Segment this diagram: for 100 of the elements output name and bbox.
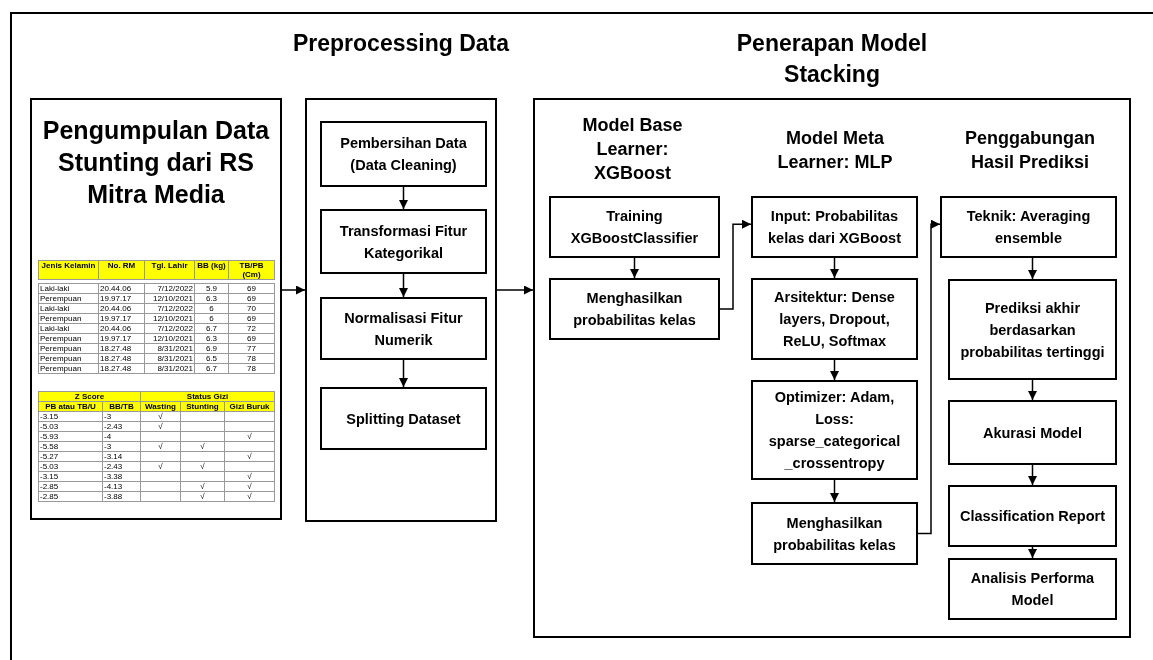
column-heading: Penggabungan Hasil Prediksi: [964, 127, 1096, 174]
table-cell-text: √: [200, 462, 205, 471]
table-cell-text: Perempuan: [40, 314, 82, 323]
process-box: Menghasilkan probabilitas kelas: [549, 278, 720, 340]
table-cell-text: -3.14: [104, 452, 123, 461]
table-cell-text: √: [158, 462, 163, 471]
arrow: [917, 219, 941, 535]
table-cell-text: No. RM: [107, 261, 136, 270]
process-box: Prediksi akhir berdasarkan probabilitas tertinggi: [948, 279, 1117, 380]
table-cell-text: √: [158, 442, 163, 451]
table-cell-text: Perempuan: [40, 334, 82, 343]
table-cell-text: -2.43: [104, 462, 123, 471]
table-cell-text: Perempuan: [40, 344, 82, 353]
panel-title: Pengumpulan Data Stunting dari RS Mitra Media: [42, 115, 270, 210]
table-cell-text: 7/12/2022: [157, 284, 193, 293]
table-cell-text: √: [158, 412, 163, 421]
table-cell-text: 6.5: [205, 354, 218, 363]
arrow: [1028, 546, 1037, 559]
stage-title: Penerapan Model Stacking: [735, 29, 929, 89]
column-heading: Model Base Learner: XGBoost: [581, 114, 684, 185]
arrow: [630, 257, 639, 279]
process-box: Transformasi Fitur Kategorikal: [320, 209, 487, 274]
table-cell-text: 20.44.06: [100, 284, 132, 293]
table-cell-text: 8/31/2021: [157, 344, 193, 353]
process-box: Teknik: Averaging ensemble: [940, 196, 1117, 258]
table-cell-text: -3.88: [104, 492, 123, 501]
table-cell-text: 5.9: [205, 284, 218, 293]
table-cell-text: 6.3: [205, 294, 218, 303]
process-box: Input: Probabilitas kelas dari XGBoost: [751, 196, 918, 258]
table-cell-text: 18.27.48: [100, 364, 132, 373]
table-cell-text: √: [200, 482, 205, 491]
table-cell-text: Laki-laki: [40, 284, 70, 293]
table-cell-text: 18.27.48: [100, 344, 132, 353]
table-cell-text: √: [247, 482, 252, 491]
table-cell-text: √: [247, 452, 252, 461]
table-cell-text: √: [200, 442, 205, 451]
process-box: Splitting Dataset: [320, 387, 487, 450]
table-cell-text: -5.27: [40, 452, 59, 461]
table-cell-text: -2.85: [40, 492, 59, 501]
table-cell-text: -3: [104, 412, 112, 421]
table-cell-text: 12/10/2021: [152, 334, 193, 343]
table-cell-text: -5.03: [40, 422, 59, 431]
table-cell-text: -3.38: [104, 472, 123, 481]
table-cell-text: BB (kg): [197, 261, 226, 270]
data-collection-panel: [30, 98, 282, 520]
table-cell-text: PB atau TB/U: [45, 402, 96, 411]
table-cell-text: 18.27.48: [100, 354, 132, 363]
table-cell-text: 69: [247, 314, 256, 323]
table-cell-text: Jenis Kelamin: [41, 261, 96, 270]
process-box: Training XGBoostClassifier: [549, 196, 720, 258]
table-cell-text: Wasting: [145, 402, 176, 411]
arrow: [830, 359, 839, 381]
table-cell-text: Tgl. Lahir: [151, 261, 188, 270]
table-cell-text: Gizi Buruk: [229, 402, 270, 411]
table-cell-text: 6.7: [205, 364, 218, 373]
table-cell-text: √: [247, 492, 252, 501]
table-header-text: Status Gizi: [186, 392, 229, 401]
arrow: [281, 285, 306, 295]
process-box: Akurasi Model: [948, 400, 1117, 465]
table-cell-text: 78: [247, 364, 256, 373]
table-cell-text: Laki-laki: [40, 304, 70, 313]
table-cell-text: 78: [247, 354, 256, 363]
table-cell-text: 8/31/2021: [157, 364, 193, 373]
table-cell-text: -4.13: [104, 482, 123, 491]
table-cell-text: -3.15: [40, 472, 59, 481]
arrow: [830, 479, 839, 503]
table-cell-text: Perempuan: [40, 294, 82, 303]
table-cell-text: Perempuan: [40, 364, 82, 373]
process-box: Analisis Performa Model: [948, 558, 1117, 620]
process-box: Optimizer: Adam, Loss: sparse_categorical _crossentropy: [751, 380, 918, 480]
arrow: [399, 359, 408, 388]
table-cell-text: TB/PB (Cm): [239, 261, 264, 279]
process-box: Arsitektur: Dense layers, Dropout, ReLU, Softmax: [751, 278, 918, 360]
table-cell-text: √: [200, 492, 205, 501]
table-cell-text: BB/TB: [109, 402, 134, 411]
table-cell-text: -5.03: [40, 462, 59, 471]
table-cell-text: 6: [209, 314, 214, 323]
table-cell-text: -3: [104, 442, 112, 451]
table-cell-text: 7/12/2022: [157, 304, 193, 313]
table-cell-text: -4: [104, 432, 112, 441]
table-cell-text: 77: [247, 344, 256, 353]
table-cell-text: 6: [209, 304, 214, 313]
table-cell-text: -5.93: [40, 432, 59, 441]
table-cell-text: 8/31/2021: [157, 354, 193, 363]
table-cell-text: 20.44.06: [100, 304, 132, 313]
table-cell-text: 70: [247, 304, 256, 313]
table-cell-text: -5.58: [40, 442, 59, 451]
table-cell-text: 19.97.17: [100, 334, 132, 343]
table-cell-text: 6.9: [205, 344, 218, 353]
arrow: [1028, 379, 1037, 401]
table-cell-text: √: [247, 432, 252, 441]
table-cell-text: √: [247, 472, 252, 481]
arrow: [1028, 257, 1037, 280]
table-cell-text: 7/12/2022: [157, 324, 193, 333]
table-cell-text: Laki-laki: [40, 324, 70, 333]
arrow: [719, 219, 752, 310]
process-box: Menghasilkan probabilitas kelas: [751, 502, 918, 565]
stage-title: Preprocessing Data: [292, 29, 511, 58]
table-cell-text: 6.7: [205, 324, 218, 333]
table-cell-text: √: [158, 422, 163, 431]
